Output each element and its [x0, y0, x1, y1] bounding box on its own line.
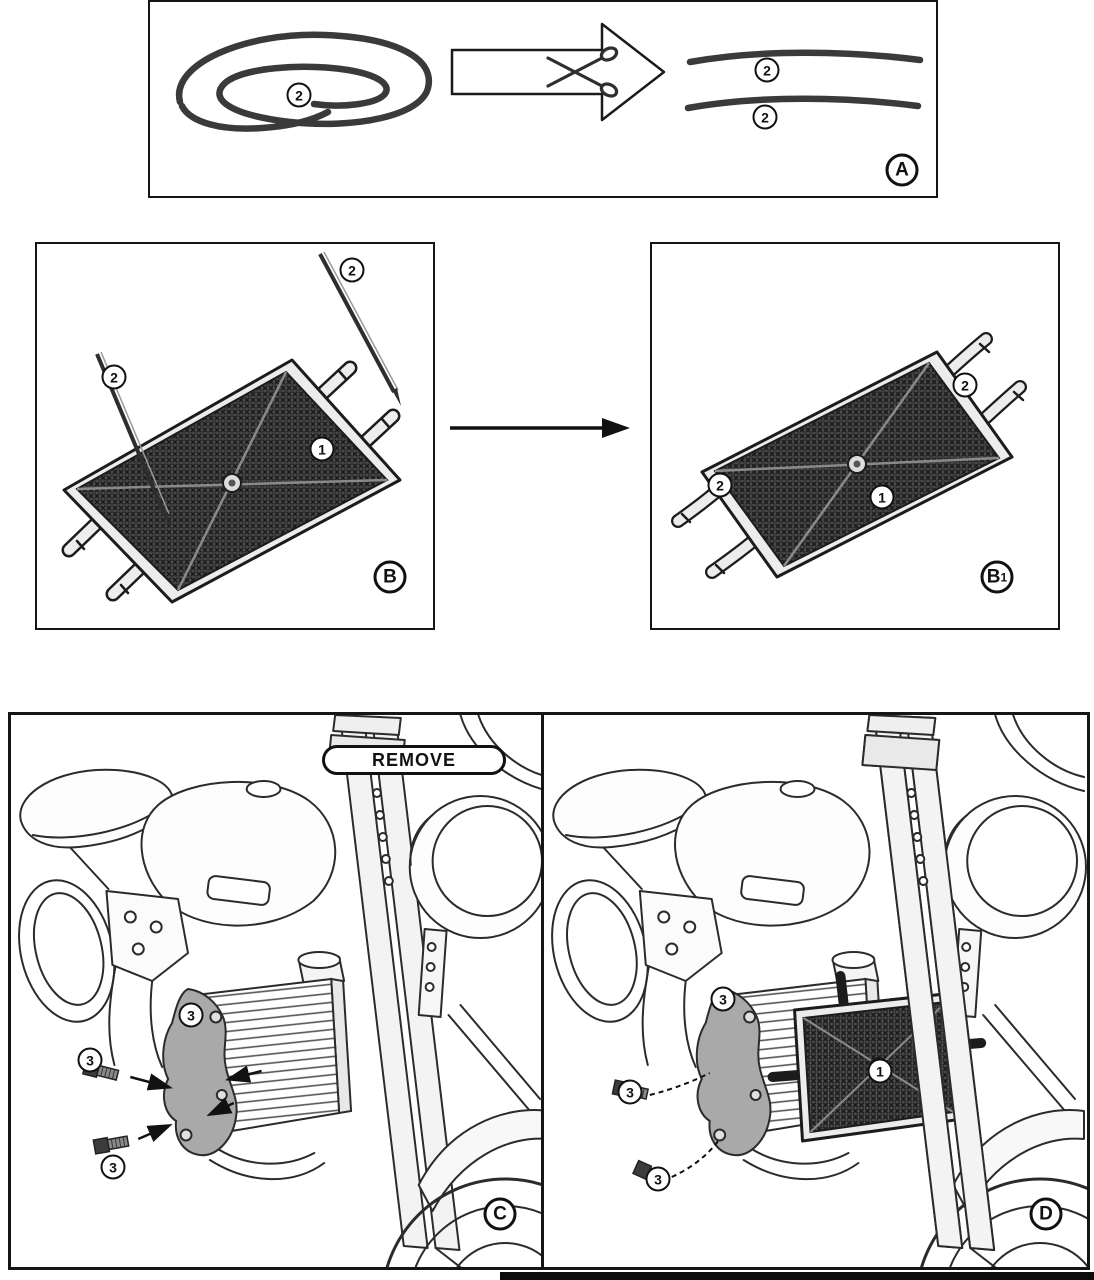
part-label-grille: 1 [309, 436, 335, 462]
panel-letter-b1-main: B [986, 566, 1001, 587]
part-label-bracket: 3 [710, 986, 736, 1012]
panel-d-install-step: 3 3 3 1 D [544, 715, 1087, 1267]
cutting-illustration [175, 22, 924, 132]
motorcycle-remove-illustration [11, 715, 541, 1267]
remove-banner: REMOVE [322, 745, 506, 775]
panel-cd-install-steps: REMOVE 3 3 3 C [8, 712, 1090, 1270]
part-label-bracket: 3 [178, 1002, 204, 1028]
grille-assembled-illustration [671, 332, 1027, 579]
bolt-icon [92, 1133, 130, 1155]
radiator-grille [700, 350, 1014, 579]
panel-a-cut-strip-step: 2 2 2 A [148, 0, 938, 198]
part-label-bolt: 3 [617, 1079, 643, 1105]
part-label-grille: 1 [869, 484, 895, 510]
grille-tabs [61, 360, 401, 602]
part-label-strip: 2 [286, 82, 312, 108]
part-label-strip: 2 [752, 104, 778, 130]
scissors-icon [546, 46, 619, 98]
step-transition-arrow [450, 418, 630, 438]
panel-letter-d: D [1029, 1197, 1063, 1231]
part-label-strip: 2 [952, 372, 978, 398]
motorcycle-install-illustration [544, 715, 1087, 1267]
panel-c-remove-step: REMOVE 3 3 3 C [11, 715, 544, 1267]
cut-strips [684, 49, 924, 112]
part-label-strip: 2 [339, 257, 365, 283]
panel-letter-b: B [373, 560, 407, 594]
part-label-strip: 2 [707, 472, 733, 498]
panel-letter-a: A [885, 153, 919, 187]
panel-b-insert-strips-step: 2 2 1 B [35, 242, 435, 630]
install-bolt-paths [649, 1072, 721, 1178]
strap-ends [671, 332, 1027, 579]
part-label-grille: 1 [867, 1058, 893, 1084]
part-label-bolt: 3 [645, 1166, 671, 1192]
panel-letter-c: C [483, 1197, 517, 1231]
part-label-bolt: 3 [100, 1154, 126, 1180]
rubber-strip-coil [175, 31, 433, 132]
grille-with-strips-illustration [61, 251, 402, 604]
part-label-strip: 2 [101, 364, 127, 390]
page-edge-bar [500, 1272, 1094, 1280]
radiator-grille [62, 358, 402, 604]
removal-arrows [130, 1065, 262, 1142]
part-label-bolt: 3 [77, 1047, 103, 1073]
cut-action-arrow [450, 22, 666, 122]
part-label-strip: 2 [754, 57, 780, 83]
